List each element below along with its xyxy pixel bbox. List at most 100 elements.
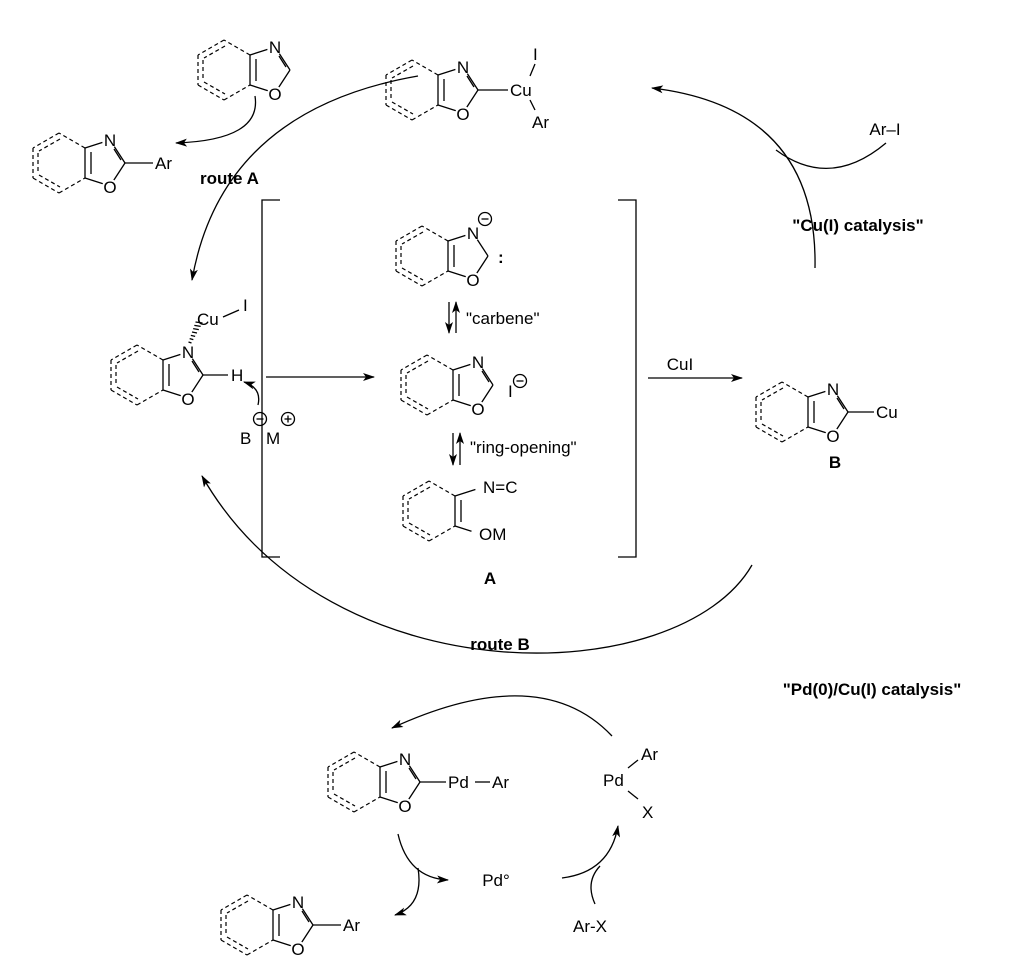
bond <box>58 132 86 149</box>
bond <box>222 309 240 318</box>
bond <box>190 334 196 337</box>
nitrogen-atom: N <box>457 58 469 77</box>
arrow-pd-cycle-top <box>391 695 613 737</box>
arrow-ar-i-entry <box>775 142 887 169</box>
ring-opened-isocyanide: N=COM <box>402 478 517 544</box>
bond <box>761 423 784 437</box>
bond <box>195 321 203 324</box>
oxygen-atom: O <box>103 178 116 197</box>
carbene-intermediate: :NO <box>395 211 504 290</box>
arrow-product-release-top <box>175 95 257 147</box>
bond <box>246 939 274 956</box>
palladium-atom: Pd <box>448 773 469 792</box>
bond <box>421 270 449 287</box>
nitrogen-atom: N <box>827 380 839 399</box>
bond <box>353 751 381 768</box>
bond <box>781 426 809 443</box>
bond <box>755 426 783 443</box>
bond <box>136 389 164 406</box>
nitrogen-atom: N <box>399 750 411 769</box>
bond <box>466 75 475 88</box>
base-label: B <box>240 429 251 448</box>
bond <box>408 486 431 500</box>
isocyanide-group: N=C <box>483 478 517 497</box>
bond <box>333 793 356 807</box>
oxygen-atom: O <box>466 271 479 290</box>
arrow-cycle-bottom <box>201 475 753 654</box>
bond <box>411 104 439 121</box>
bond <box>110 389 138 406</box>
route-a-label: route A <box>200 169 259 188</box>
bond <box>529 63 536 77</box>
bond <box>408 767 417 780</box>
bond <box>191 360 200 373</box>
bond <box>391 101 414 115</box>
bond <box>529 99 536 111</box>
ar-group: Ar <box>492 773 509 792</box>
ar-i-reagent: Ar–I <box>869 120 900 139</box>
equilibrium-arrows-ring-opening <box>449 432 464 466</box>
bond <box>408 522 431 536</box>
bond <box>402 480 430 497</box>
intermediate-a-label: A <box>484 569 496 588</box>
oxygen-atom: O <box>181 390 194 409</box>
bond <box>301 910 310 923</box>
label-mask <box>465 225 481 241</box>
oxygen-atom: O <box>291 940 304 958</box>
bond <box>38 174 61 188</box>
bond <box>197 39 225 56</box>
label-mask <box>455 106 471 122</box>
bond <box>406 360 429 374</box>
bond <box>402 525 430 542</box>
oxygen-atom: O <box>826 427 839 446</box>
ar-group: Ar <box>343 916 360 935</box>
nitrogen-atom: N <box>472 353 484 372</box>
hydrogen-atom: H <box>231 366 243 385</box>
bond <box>116 386 139 400</box>
bond <box>428 525 456 542</box>
plus-charge-icon <box>280 411 296 427</box>
minus-charge-icon <box>512 373 528 389</box>
nitrogen-atom: N <box>182 343 194 362</box>
label-mask <box>470 354 486 370</box>
bond <box>411 59 439 76</box>
label-mask <box>470 401 486 417</box>
arrow-cycle-right <box>651 85 816 269</box>
pd-cu-catalysis-label: "Pd(0)/Cu(I) catalysis" <box>783 680 962 699</box>
bond <box>188 341 192 344</box>
bond <box>116 350 139 364</box>
bond <box>761 387 784 401</box>
x-group: X <box>642 803 653 822</box>
bond <box>194 324 201 327</box>
bond <box>428 480 456 497</box>
iodine-atom: I <box>243 296 248 315</box>
bond <box>755 381 783 398</box>
bond <box>781 381 809 398</box>
left-bracket <box>261 199 280 558</box>
label-mask <box>397 798 413 814</box>
pd-x-bond <box>627 790 639 800</box>
arrow-cycle-top-left <box>189 75 419 281</box>
label-mask <box>290 894 306 910</box>
label-mask <box>102 179 118 195</box>
oxygen-atom: O <box>471 400 484 419</box>
pd-atom: Pd <box>603 771 624 790</box>
label-mask <box>825 428 841 444</box>
benzoxazole-reagent: NO <box>197 38 291 104</box>
pd-ar-bond <box>627 759 639 769</box>
nitrogen-atom: N <box>104 131 116 150</box>
bond <box>426 354 454 371</box>
oxygen-atom: O <box>268 85 281 104</box>
bond <box>327 751 355 768</box>
arrow-reductive-elimination <box>397 833 449 884</box>
bond <box>223 39 251 56</box>
ar-group: Ar <box>641 745 658 764</box>
bond <box>385 59 413 76</box>
